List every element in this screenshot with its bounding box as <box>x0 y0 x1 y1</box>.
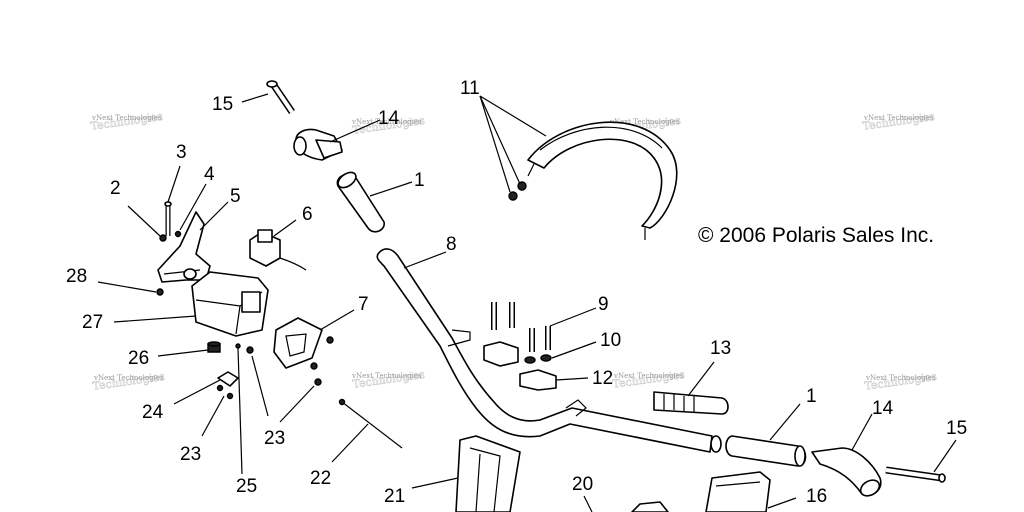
callout-5: 5 <box>230 186 241 207</box>
callout-24: 24 <box>142 402 164 423</box>
callout-7: 7 <box>358 294 369 315</box>
part-grip-1-right <box>725 435 807 467</box>
callout-26: 26 <box>128 348 149 369</box>
part-bolt-15-left <box>266 80 295 114</box>
copyright-text: © 2006 Polaris Sales Inc. <box>698 224 934 247</box>
watermark: vNext Technologies <box>613 372 684 380</box>
watermark: vNext Technologies <box>351 118 422 126</box>
callout-8: 8 <box>446 234 457 255</box>
part-grip-end-14-left <box>293 128 343 161</box>
part-grip-end-14-right <box>811 447 882 497</box>
callout-10: 10 <box>600 330 621 351</box>
callout-4: 4 <box>204 164 215 185</box>
part-cable-22 <box>338 398 403 449</box>
part-partial-20-16 <box>631 471 771 512</box>
callout-2: 2 <box>110 178 121 199</box>
callout-labels: 15 14 11 1 3 2 4 5 6 8 28 27 7 9 10 12 1… <box>66 78 967 507</box>
watermark: vNext Technologies <box>351 372 422 380</box>
callout-9: 9 <box>598 294 609 315</box>
callout-20: 20 <box>572 474 593 495</box>
callout-27: 27 <box>82 312 103 333</box>
callout-3: 3 <box>176 142 187 163</box>
watermark: vNext Technologies <box>865 374 936 382</box>
callout-16: 16 <box>806 486 827 507</box>
part-switch-6 <box>249 229 307 271</box>
callout-22: 22 <box>310 468 331 489</box>
leader-lines <box>97 93 957 512</box>
callout-15-right: 15 <box>946 418 967 439</box>
callout-13: 13 <box>710 338 731 359</box>
callout-14-right: 14 <box>872 398 894 419</box>
callout-12: 12 <box>592 368 613 389</box>
callout-15-left: 15 <box>212 94 233 115</box>
watermark: vNext Technologies <box>863 114 934 122</box>
watermark: vNext Technologies <box>91 114 162 122</box>
part-clamp-5 <box>157 211 211 283</box>
callout-1-top: 1 <box>414 170 425 191</box>
callout-14-left: 14 <box>378 108 400 129</box>
watermark: vNext Technologies <box>609 118 680 126</box>
callout-23-right: 23 <box>264 428 285 449</box>
part-grip-1-top <box>336 171 385 233</box>
part-handlebar-8 <box>376 248 722 453</box>
part-cover-7 <box>273 317 334 386</box>
part-small-hardware <box>207 341 254 400</box>
part-grip-13 <box>653 391 729 415</box>
callout-23-left: 23 <box>180 444 201 465</box>
callout-11: 11 <box>460 78 480 99</box>
callout-21: 21 <box>384 486 405 507</box>
part-handguard-11 <box>508 121 678 240</box>
part-clamps-9-10-12 <box>483 302 557 391</box>
part-bolt-3 <box>159 201 182 242</box>
callout-6: 6 <box>302 204 313 225</box>
watermark: vNext Technologies <box>93 374 164 382</box>
part-bracket-21 <box>455 435 521 512</box>
part-bolt-15-right <box>885 466 946 483</box>
callout-25: 25 <box>236 476 257 497</box>
callout-1-right: 1 <box>806 386 817 407</box>
callout-28: 28 <box>66 266 87 287</box>
part-housing-27 <box>156 271 269 337</box>
